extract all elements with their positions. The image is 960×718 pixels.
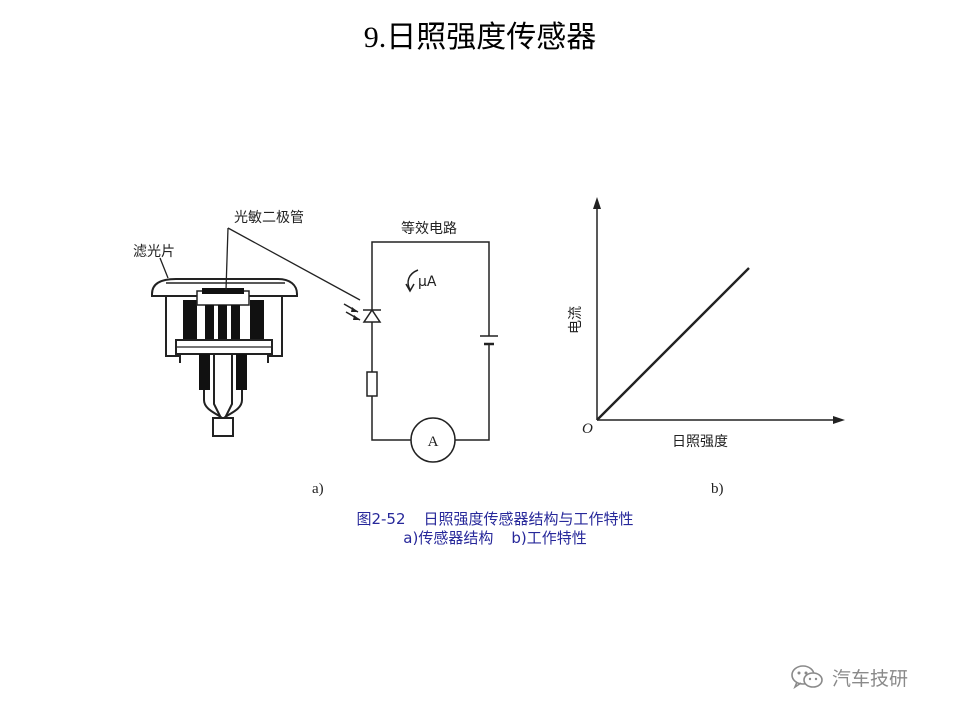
ammeter-label: A [428,434,439,450]
leader-lines [159,227,361,301]
graph-origin: O [582,421,593,437]
panel-a-label: a) [312,481,324,497]
figure-subcaption: a)传感器结构 b)工作特性 [0,527,960,548]
caption-sub-b: b)工作特性 [511,529,587,547]
photodiode-symbol [343,302,382,323]
figure-caption: 图2-52 日照强度传感器结构与工作特性 [0,508,960,529]
sensor-housing [151,278,298,437]
equivalent-circuit [366,241,498,463]
wechat-icon [791,665,823,690]
characteristic-graph [593,197,845,424]
watermark-text: 汽车技研 [832,667,909,690]
label-filter: 滤光片 [133,244,175,260]
caption-sub-a: a)传感器结构 [403,529,494,547]
title-number: 9. [363,21,387,54]
graph-ylabel: 电流 [568,306,584,334]
watermark: 汽车技研 [790,662,908,692]
label-circuit: 等效电路 [401,220,457,237]
label-current: μA [418,274,437,290]
panel-b-label: b) [711,481,724,497]
caption-figure-number: 图2-52 [356,510,406,528]
caption-figure-title: 日照强度传感器结构与工作特性 [423,510,634,528]
title-text: 日照强度传感器 [386,20,597,55]
graph-xlabel: 日照强度 [672,434,728,450]
label-photodiode: 光敏二极管 [234,210,304,226]
page-title: 9.日照强度传感器 [0,12,960,56]
current-intensity-line [596,267,750,421]
